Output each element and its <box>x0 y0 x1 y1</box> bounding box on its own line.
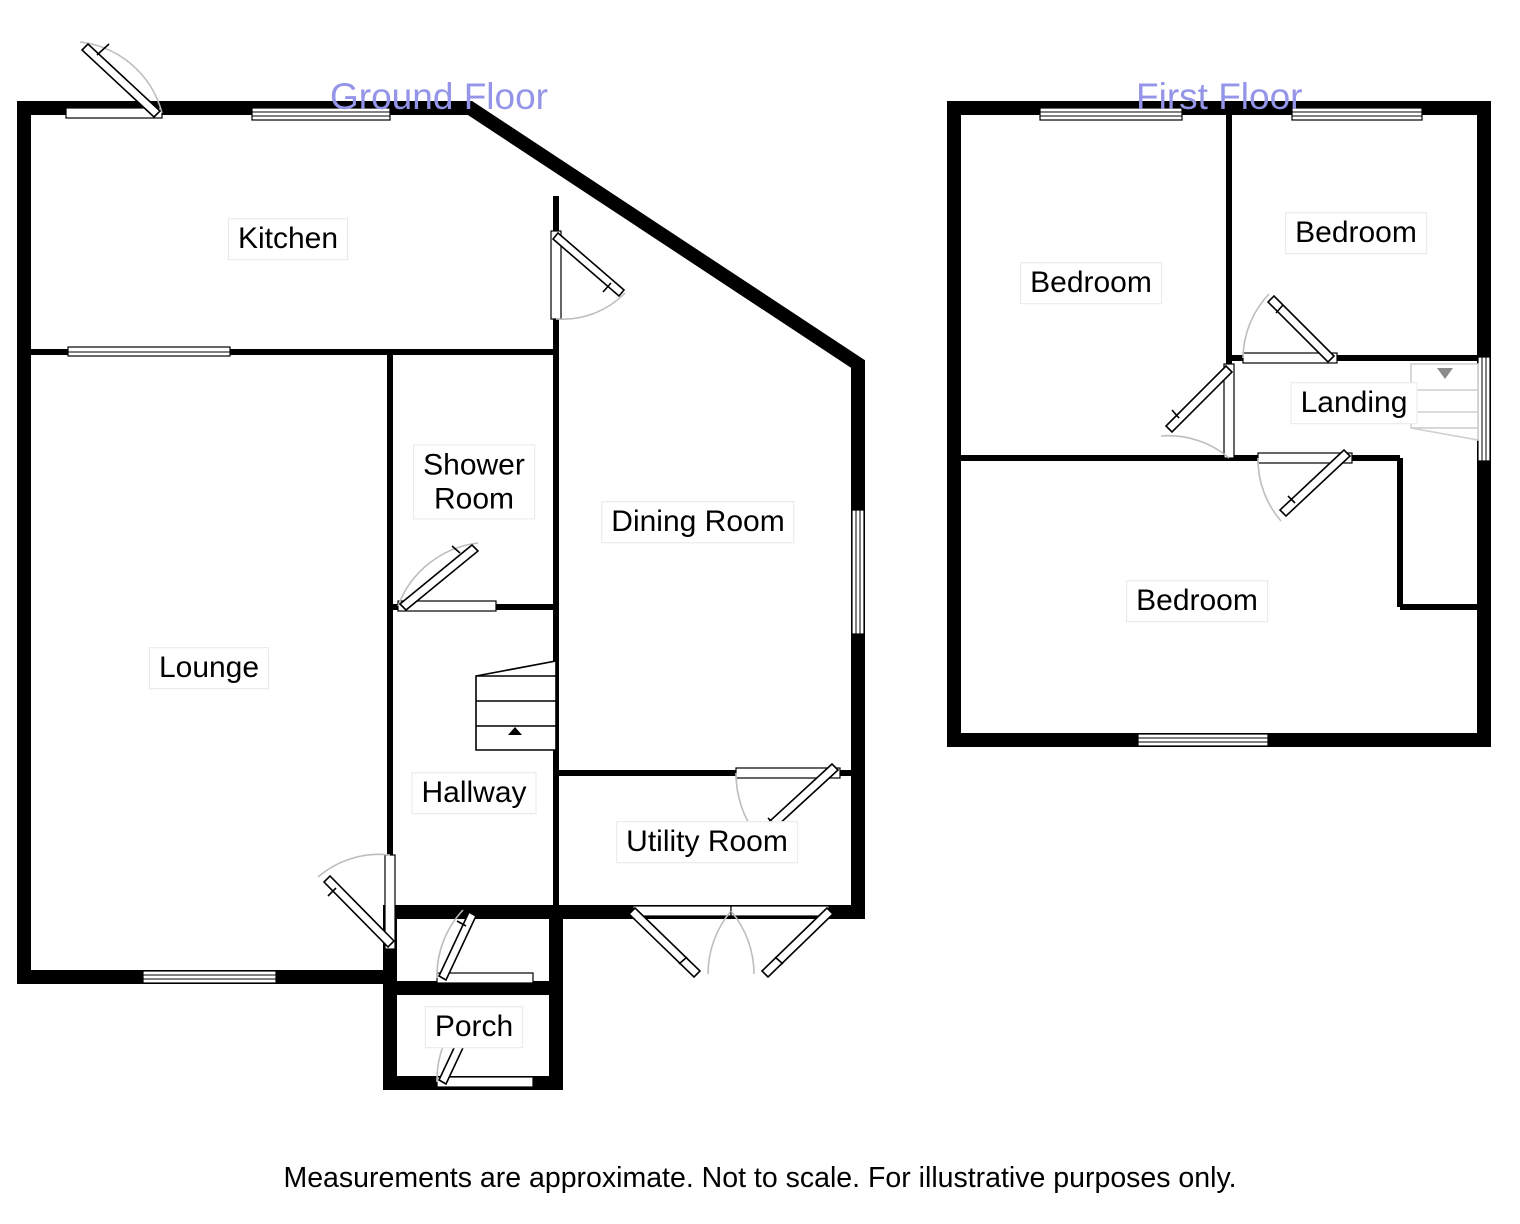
ground-floor-outer-wall <box>17 101 865 1090</box>
staircase-first-floor <box>1410 363 1479 441</box>
door-lounge-hallway <box>317 853 396 950</box>
door-kitchen-dining <box>550 230 626 321</box>
door-bedroom2 <box>1242 293 1338 364</box>
first-floor-outer-wall <box>947 101 1491 747</box>
door-bedroom1 <box>1160 363 1235 459</box>
room-label-kitchen: Kitchen <box>227 218 349 260</box>
door-kitchen-exterior <box>65 41 163 119</box>
room-label-bedroom-1: Bedroom <box>1020 262 1162 304</box>
room-label-bedroom-2: Bedroom <box>1285 212 1427 254</box>
room-label-utility-room: Utility Room <box>616 821 798 863</box>
window-landing-right <box>1477 356 1491 462</box>
door-bedroom3 <box>1257 448 1353 522</box>
window-bedroom1-top <box>1039 107 1183 121</box>
window-kitchen-interior <box>67 346 231 357</box>
room-label-shower-room: Shower Room <box>413 444 535 520</box>
porch-outer-wall <box>383 912 563 1090</box>
room-label-dining-room: Dining Room <box>601 501 795 543</box>
window-kitchen-top <box>251 107 391 121</box>
door-utility-exterior-right <box>730 905 835 979</box>
first-floor-group <box>947 101 1491 747</box>
door-hallway-porch <box>436 909 534 984</box>
stair-down-arrow-icon <box>1437 368 1453 379</box>
stair-up-arrow-icon <box>508 727 522 735</box>
room-label-lounge: Lounge <box>148 647 270 689</box>
window-lounge-bottom <box>142 970 277 984</box>
window-bedroom2-top <box>1291 107 1423 121</box>
door-shower-room <box>397 542 497 612</box>
first-floor-title: First Floor <box>1136 76 1303 117</box>
disclaimer-note: Measurements are approximate. Not to sca… <box>283 1162 1237 1194</box>
room-label-bedroom-3: Bedroom <box>1126 580 1268 622</box>
room-label-porch: Porch <box>424 1006 524 1048</box>
staircase-ground-floor <box>475 660 557 751</box>
window-bedroom3-bottom <box>1137 733 1269 747</box>
ground-floor-title: Ground Floor <box>330 76 548 117</box>
room-label-hallway: Hallway <box>411 772 537 814</box>
room-label-landing: Landing <box>1290 382 1418 424</box>
window-dining-right <box>851 509 865 635</box>
ground-floor-group <box>17 41 865 1090</box>
